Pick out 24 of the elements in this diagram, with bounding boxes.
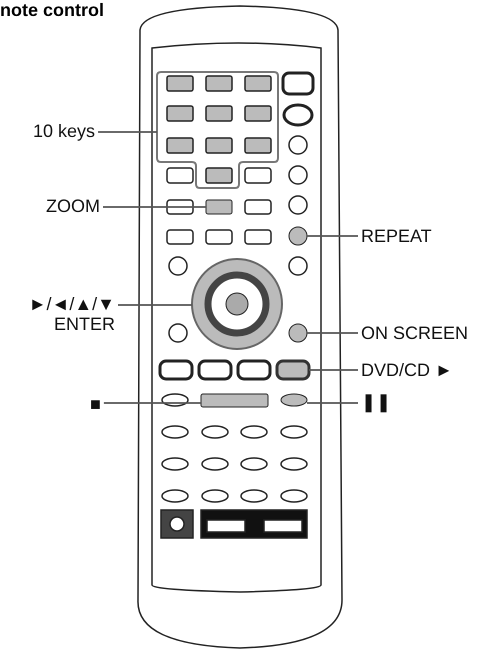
callout-label: REPEAT: [361, 226, 432, 246]
callout-label: ►/◄/▲/▼ ENTER: [5, 294, 115, 334]
callout-label: ZOOM: [46, 196, 100, 216]
callout-label: DVD/CD ►: [361, 360, 453, 380]
leader-line: [118, 304, 192, 306]
play-button: [276, 360, 310, 380]
cursor-pad: [191, 258, 283, 350]
pause-button: [280, 394, 308, 406]
key-group-outline: [156, 71, 279, 189]
leader-line: [307, 402, 358, 404]
leader-line: [309, 369, 358, 371]
callout-label: ON SCREEN: [361, 323, 468, 343]
callout-label: ❚❚: [361, 392, 391, 412]
stop-button: [200, 394, 268, 408]
repeat-button: [288, 226, 308, 246]
callout-label: ■: [90, 394, 101, 414]
heading: note control: [0, 0, 104, 20]
leader-line: [98, 131, 157, 133]
on-screen-button: [288, 324, 308, 342]
zoom-button: [206, 200, 232, 214]
callout-label: 10 keys: [33, 121, 96, 141]
leader-line: [307, 332, 358, 334]
leader-line: [307, 235, 358, 237]
leader-line: [104, 402, 201, 404]
